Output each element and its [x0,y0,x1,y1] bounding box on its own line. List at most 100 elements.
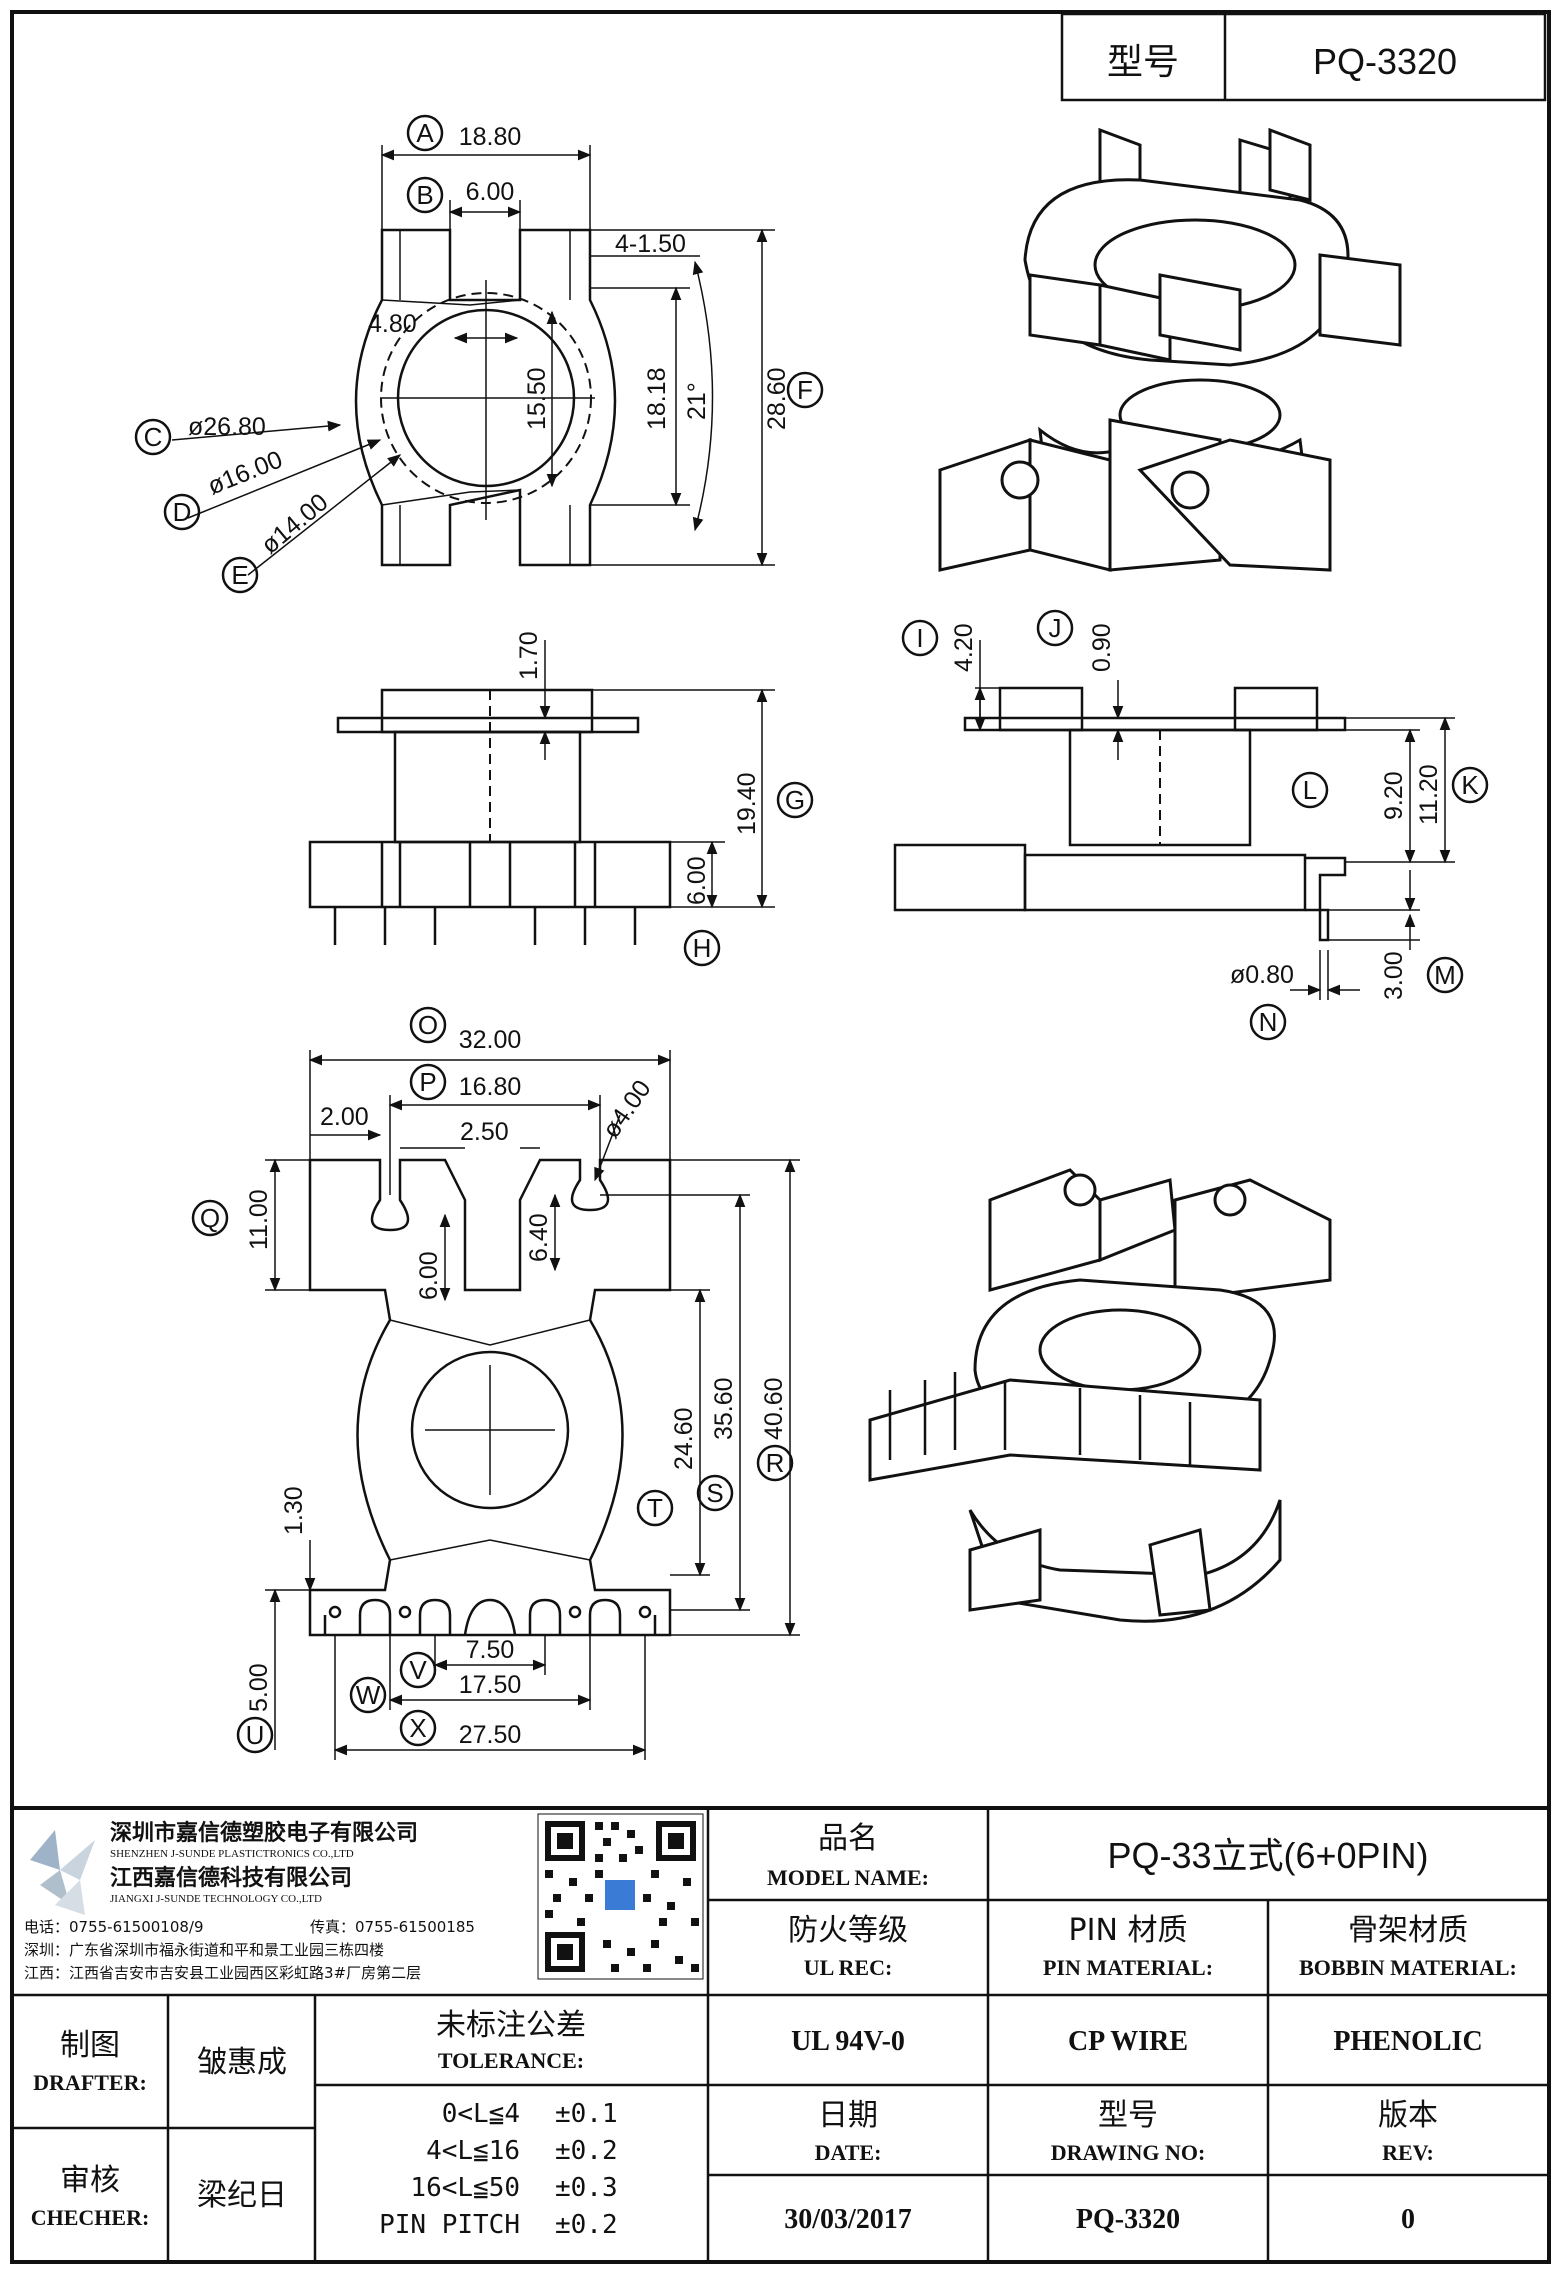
svg-text:Q: Q [200,1203,220,1233]
callout-B: B [406,176,444,214]
tol-value: ±0.1 [555,2099,618,2129]
drawing-value: PQ-3320 [1076,2204,1180,2235]
callout-S: S [696,1474,734,1512]
svg-text:U: U [246,1720,265,1750]
model-name-en: MODEL NAME: [767,1865,929,1890]
date-value: 30/03/2017 [784,2204,912,2235]
drawing-cn: 型号 [1098,2098,1158,2133]
dim-notch: 4-1.50 [615,230,686,258]
callout-C: C [134,418,172,456]
header-model-value: PQ-3320 [1313,41,1457,82]
svg-text:F: F [797,375,813,405]
svg-text:B: B [416,180,433,210]
bobbin-cn: 骨架材质 [1348,1913,1468,1948]
sheet-border [10,10,1551,2264]
svg-text:M: M [1434,960,1456,990]
callout-H: H [683,929,721,967]
tol-range: 16<L≦50 [410,2173,520,2203]
dim-Q: 11.00 [245,1189,273,1250]
rev-en: REV: [1382,2140,1434,2165]
dim-U: 5.00 [245,1663,273,1712]
drafter-name: 皱惠成 [197,2045,287,2080]
checker-cn: 审核 [60,2163,120,2198]
callout-L: L [1291,771,1329,809]
svg-text:S: S [706,1478,723,1508]
dim-hole: ø4.00 [597,1075,657,1143]
ul-value: UL 94V-0 [791,2026,905,2057]
pin-value: CP WIRE [1068,2026,1188,2057]
dim-P: 16.80 [459,1073,522,1101]
iso-view-bottom [868,1168,1332,1623]
dim-D: ø16.00 [204,445,287,500]
company-phone: 电话：0755-61500108/9 [24,1918,204,1936]
callout-A: A [406,114,444,152]
company-addr-jx: 江西：江西省吉安市吉安县工业园西区彩虹路3#厂房第二层 [24,1964,421,1982]
dim-F: 28.60 [763,367,791,430]
dim-E: ø14.00 [256,488,334,559]
dim-L: 9.20 [1380,771,1408,820]
dim-H: 6.00 [683,856,711,905]
dim-W: 17.50 [459,1671,522,1699]
dim-small: 1.30 [280,1486,308,1535]
svg-text:R: R [766,1448,785,1478]
callout-E: E [221,556,259,594]
callout-K: K [1451,766,1489,804]
svg-text:K: K [1461,770,1479,800]
dim-G: 19.40 [733,772,761,835]
svg-text:C: C [144,422,163,452]
tol-value: ±0.2 [555,2210,618,2240]
callout-J: J [1036,609,1074,647]
date-cn: 日期 [818,2098,878,2133]
dim-R: 40.60 [760,1377,788,1440]
ul-cn: 防火等级 [788,1913,908,1948]
company-addr-sz: 深圳：广东省深圳市福永街道和平和景工业园三栋四楼 [24,1941,384,1959]
dim-B: 6.00 [466,178,515,206]
dim-M: 3.00 [1380,951,1408,1000]
dim-h2: 18.18 [643,367,671,430]
ul-en: UL REC: [804,1955,893,1980]
callout-O: O [409,1006,447,1044]
dim-V: 7.50 [466,1636,515,1664]
callout-Q: Q [191,1199,229,1237]
company-logo [30,1830,95,1915]
dim-slot2: 6.40 [525,1213,553,1262]
callout-F: F [786,371,824,409]
company-name-sz-en: SHENZHEN J-SUNDE PLASTICTRONICS CO.,LTD [110,1848,354,1860]
header-model-label: 型号 [1107,41,1179,82]
callout-M: M [1426,956,1464,994]
rev-value: 0 [1401,2204,1415,2235]
callout-X: X [399,1709,437,1747]
svg-text:P: P [419,1067,436,1097]
callout-R: R [756,1444,794,1482]
svg-text:W: W [356,1680,381,1710]
title-block: 深圳市嘉信德塑胶电子有限公司 SHENZHEN J-SUNDE PLASTICT… [12,1806,1549,2262]
dim-S: 35.60 [710,1377,738,1440]
svg-text:J: J [1049,613,1062,643]
tol-value: ±0.2 [555,2136,618,2166]
svg-text:E: E [231,560,248,590]
bobbin-value: PHENOLIC [1333,2026,1482,2057]
company-name-jx-en: JIANGXI J-SUNDE TECHNOLOGY CO.,LTD [110,1893,322,1905]
dim-C: ø26.80 [188,413,266,441]
svg-text:N: N [1259,1007,1278,1037]
svg-text:T: T [647,1493,663,1523]
dim-J: 0.90 [1088,623,1116,672]
dim-T: 24.60 [670,1407,698,1470]
dim-angle: 21° [683,382,711,420]
date-en: DATE: [815,2140,882,2165]
svg-text:X: X [409,1713,426,1743]
dim-A: 18.80 [459,123,522,151]
svg-text:A: A [416,118,434,148]
dim-front-top: 1.70 [515,631,543,680]
callout-G: G [776,781,814,819]
tolerance-cn: 未标注公差 [436,2008,586,2043]
dim-N: ø0.80 [1230,961,1294,989]
header-box: 型号 PQ-3320 [1060,12,1547,102]
pin-en: PIN MATERIAL: [1043,1955,1213,1980]
company-fax: 传真：0755-61500185 [310,1918,475,1936]
svg-text:D: D [173,497,192,527]
tol-range: 0<L≦4 [442,2099,520,2129]
drawing-en: DRAWING NO: [1051,2140,1206,2165]
